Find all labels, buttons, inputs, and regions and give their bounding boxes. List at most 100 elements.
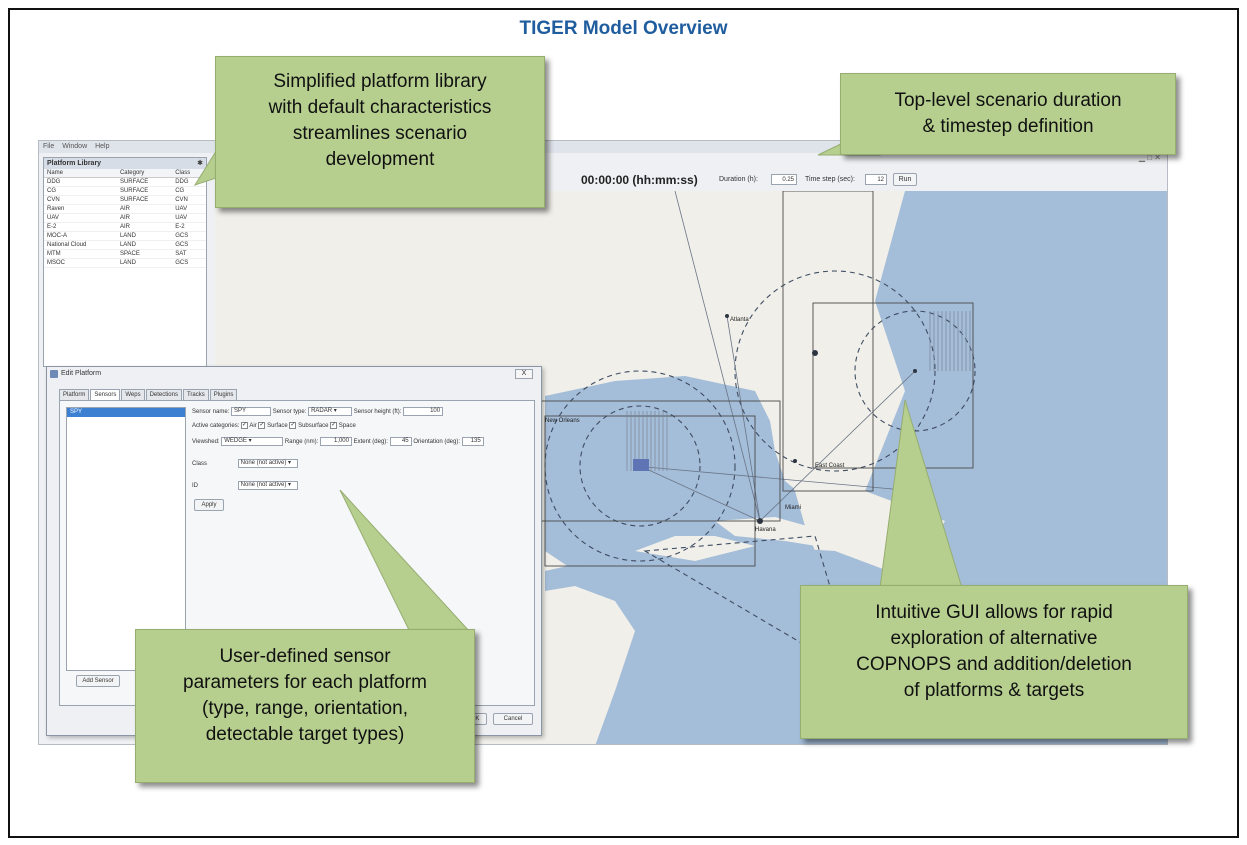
cell-category: AIR	[116, 222, 173, 232]
category-space-label: Space	[338, 423, 356, 429]
sensor-height-spinner[interactable]: 100	[403, 407, 444, 416]
tab-plugins[interactable]: Plugins	[209, 389, 238, 400]
callout-sensor-line: parameters for each platform	[183, 672, 427, 693]
extent-spinner[interactable]: 45	[389, 437, 412, 446]
close-icon[interactable]: ✕	[1154, 153, 1161, 162]
cell-class: GCS	[172, 231, 206, 241]
add-sensor-button[interactable]: Add Sensor	[76, 675, 120, 687]
map-labels: Atlanta New Orleans Miami Havana East Co…	[545, 317, 845, 533]
tab-detections[interactable]: Detections	[145, 389, 182, 400]
cell-class: DDG	[172, 177, 206, 187]
table-header-row: Name Category Class	[44, 169, 206, 178]
column-header-category[interactable]: Category	[116, 169, 173, 178]
checkbox-surface[interactable]: ✓	[258, 421, 266, 429]
platform-icon[interactable]	[913, 369, 917, 373]
cancel-button[interactable]: Cancel	[493, 713, 533, 725]
cell-category: LAND	[116, 231, 173, 241]
search-pattern	[626, 411, 668, 471]
platform-icon[interactable]	[725, 314, 729, 318]
map-label-east-coast: East Coast	[815, 463, 845, 469]
sensor-type-select[interactable]: RADAR ▾	[308, 407, 353, 416]
orientation-spinner[interactable]: 135	[461, 437, 484, 446]
map-label-havana: Havana	[755, 527, 776, 533]
callout-tail-gui	[879, 399, 963, 589]
cell-class: UAV	[172, 204, 206, 214]
checkbox-air[interactable]: ✓	[241, 421, 249, 429]
platform-icon[interactable]	[793, 459, 797, 463]
sensor-name-row: Sensor name: SPY Sensor type: RADAR ▾ Se…	[192, 407, 444, 417]
cell-category: SURFACE	[116, 186, 173, 196]
sensor-height-label: Sensor height (ft):	[353, 409, 402, 416]
id-select[interactable]: None (not active) ▾	[237, 481, 298, 490]
menu-file[interactable]: File	[43, 143, 55, 150]
apply-button[interactable]: Apply	[194, 499, 224, 511]
sensor-type-value: RADAR	[311, 408, 333, 414]
map-label-new-orleans: New Orleans	[545, 418, 580, 424]
cell-category: SURFACE	[116, 177, 173, 187]
id-value: None (not active)	[240, 482, 287, 488]
callout-sensor-line: detectable target types)	[205, 724, 405, 745]
callout-library-line: with default characteristics	[268, 97, 492, 118]
menu-window[interactable]: Window	[62, 143, 88, 150]
callout-library: Simplified platform library with default…	[215, 56, 545, 208]
sensor-range-ring	[579, 405, 701, 527]
id-row: ID None (not active) ▾	[192, 481, 298, 491]
track-line	[674, 191, 761, 522]
callout-gui-line: COPNOPS and addition/deletion	[856, 654, 1132, 675]
tab-platform[interactable]: Platform	[59, 389, 90, 400]
tab-weps[interactable]: Weps	[121, 389, 145, 400]
viewshed-select[interactable]: WEDGE ▾	[221, 437, 284, 446]
viewshed-row: Viewshed: WEDGE ▾ Range (nm): 1,000 Exte…	[192, 437, 484, 447]
run-button[interactable]: Run	[893, 173, 917, 186]
platform-markers	[633, 314, 917, 524]
tab-tracks[interactable]: Tracks	[182, 389, 209, 400]
search-patterns	[626, 311, 971, 471]
sensor-list[interactable]: SPY	[66, 407, 186, 671]
minimize-icon[interactable]: ▁	[1138, 153, 1145, 162]
track-line	[759, 370, 916, 522]
callout-gui-line: Intuitive GUI allows for rapid	[875, 602, 1113, 623]
sensor-name-label: Sensor name:	[192, 409, 230, 416]
menu-help[interactable]: Help	[95, 143, 110, 150]
cell-category: LAND	[116, 258, 173, 268]
chevron-down-icon: ▾	[333, 408, 337, 414]
duration-input[interactable]: 0.25	[771, 174, 797, 185]
cell-class: CG	[172, 186, 206, 196]
callout-sensor-line: (type, range, orientation,	[202, 698, 408, 719]
column-header-class[interactable]: Class	[172, 169, 206, 178]
sensor-range-ring	[854, 310, 976, 432]
close-button[interactable]: X	[515, 369, 533, 379]
timestep-input[interactable]: 12	[865, 174, 887, 185]
class-select[interactable]: None (not active) ▾	[237, 459, 298, 468]
tab-sensors[interactable]: Sensors	[90, 389, 121, 400]
id-label: ID	[192, 483, 198, 490]
platform-icon[interactable]	[633, 459, 649, 471]
checkbox-subsurface[interactable]: ✓	[289, 421, 297, 429]
area-box	[812, 302, 974, 469]
callout-duration: Top-level scenario duration & timestep d…	[840, 73, 1176, 155]
cell-category: AIR	[116, 204, 173, 214]
cell-name: National Cloud	[44, 240, 117, 250]
cell-category: SURFACE	[116, 195, 173, 205]
list-item[interactable]: SPY	[67, 408, 185, 417]
callout-library-line: Simplified platform library	[273, 71, 487, 92]
checkbox-space[interactable]: ✓	[330, 421, 338, 429]
pin-icon[interactable]: ✱	[197, 160, 203, 167]
platform-icon[interactable]	[757, 518, 763, 524]
range-spinner[interactable]: 1,000	[319, 437, 352, 446]
cell-name: E-2	[44, 222, 117, 232]
platform-icon[interactable]	[812, 350, 818, 356]
column-header-name[interactable]: Name	[44, 169, 117, 178]
maximize-icon[interactable]: □	[1147, 153, 1153, 162]
sensor-name-field[interactable]: SPY	[231, 407, 272, 416]
